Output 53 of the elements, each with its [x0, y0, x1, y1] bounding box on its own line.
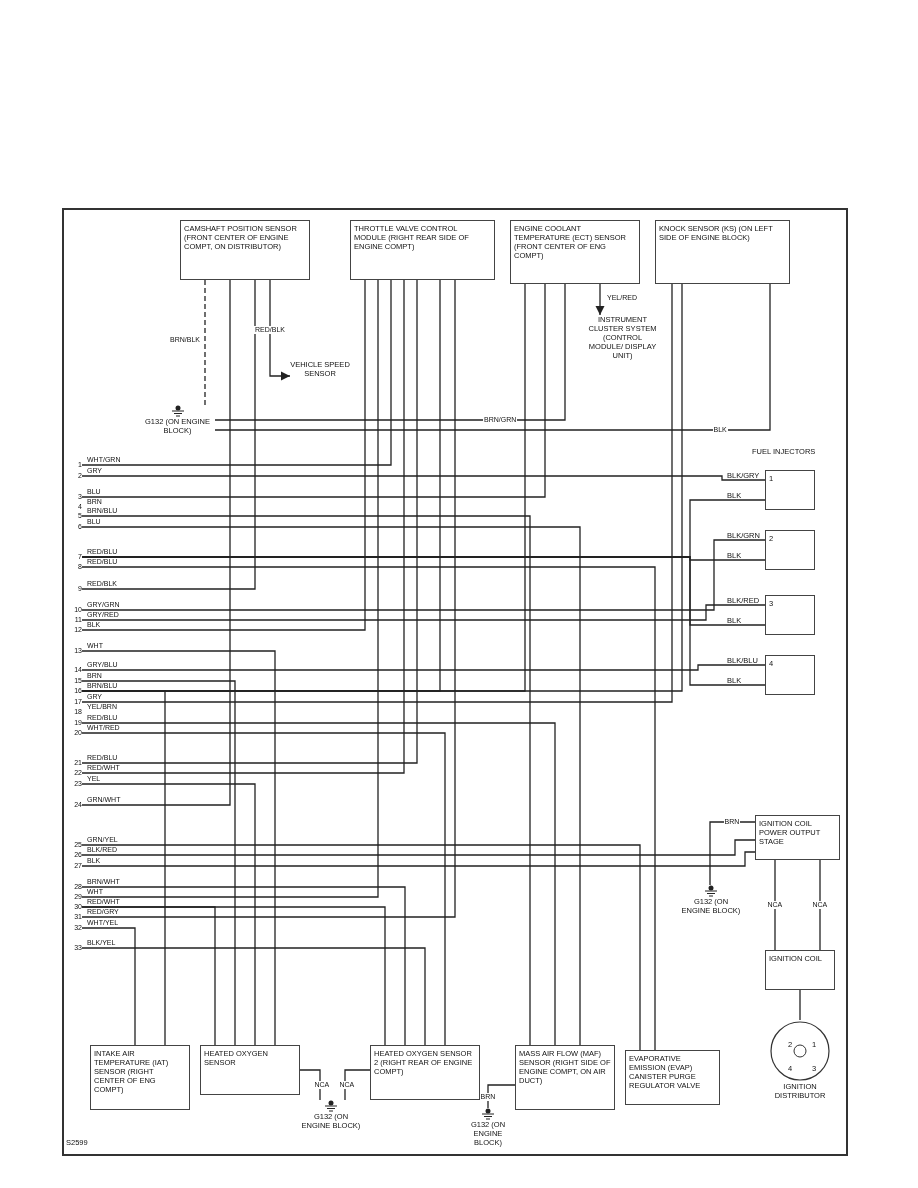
component-box	[90, 1045, 190, 1110]
wire	[81, 783, 256, 1046]
wire	[81, 279, 256, 590]
wire	[214, 283, 771, 431]
component-box	[765, 655, 815, 695]
wire	[81, 556, 766, 686]
wire	[81, 886, 406, 1046]
component-box	[510, 220, 640, 284]
component-box	[625, 1050, 720, 1105]
wire	[214, 283, 566, 421]
wire	[81, 664, 766, 671]
wire	[774, 859, 776, 951]
component-box	[765, 530, 815, 570]
component-box	[200, 1045, 300, 1095]
arrow	[269, 279, 291, 381]
wire	[81, 844, 641, 1051]
component-box	[655, 220, 790, 284]
wire	[81, 279, 379, 898]
component-box	[765, 470, 815, 510]
wire	[81, 279, 366, 631]
wire	[81, 690, 166, 1046]
wire	[81, 722, 556, 1046]
component-box	[515, 1045, 615, 1110]
wire	[709, 821, 756, 886]
wire	[81, 566, 656, 1051]
wire	[81, 839, 756, 856]
wire	[81, 906, 386, 1046]
wire	[487, 1084, 516, 1109]
wire	[819, 859, 821, 951]
wire	[81, 947, 426, 1046]
wire	[81, 279, 231, 806]
wire	[81, 539, 766, 611]
wire	[81, 279, 456, 918]
wire	[81, 475, 766, 481]
component-box	[180, 220, 310, 280]
arrow	[595, 283, 605, 316]
wire	[204, 279, 206, 406]
component-box	[350, 220, 495, 280]
component-box	[755, 815, 840, 860]
component-box	[370, 1045, 480, 1100]
wire	[81, 732, 446, 1046]
wire	[299, 1069, 321, 1101]
wire	[81, 851, 756, 867]
wire	[81, 680, 236, 1046]
wire	[81, 604, 766, 621]
wire	[344, 1069, 371, 1101]
component-box	[765, 595, 815, 635]
wire	[799, 989, 801, 1021]
wire	[81, 283, 546, 498]
component-box	[765, 950, 835, 990]
wire	[81, 927, 136, 1046]
wire	[81, 650, 276, 1046]
wire	[81, 279, 392, 466]
